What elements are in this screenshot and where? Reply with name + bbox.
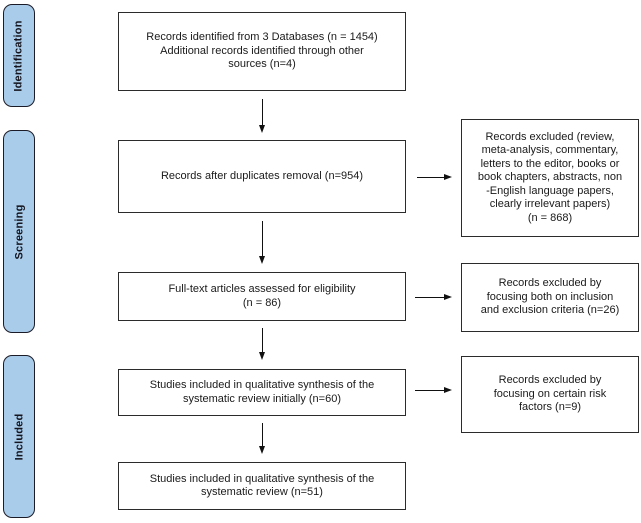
stage-screening: Screening xyxy=(3,130,35,333)
stage-identification-label: Identification xyxy=(13,19,25,92)
stage-identification: Identification xyxy=(3,4,35,107)
exclusion-box-risk-factors-text: Records excluded by focusing on certain … xyxy=(493,374,607,414)
exclusion-box-eligibility-text: Records excluded by focusing both on inc… xyxy=(480,277,620,317)
exclusion-box-screening-text: Records excluded (review, meta-analysis,… xyxy=(477,130,623,224)
arrow-down-icon xyxy=(258,328,265,360)
stage-included: Included xyxy=(3,355,35,518)
exclusion-box-risk-factors: Records excluded by focusing on certain … xyxy=(461,356,639,433)
arrow-down-icon xyxy=(258,423,265,454)
arrow-right-icon xyxy=(415,386,452,393)
flow-box-qualitative-initial-text: Studies included in qualitative synthesi… xyxy=(149,379,375,405)
flow-box-qualitative-final-text: Studies included in qualitative synthesi… xyxy=(149,472,375,499)
flow-box-fulltext-assessed: Full-text articles assessed for eligibil… xyxy=(118,272,406,321)
exclusion-box-eligibility: Records excluded by focusing both on inc… xyxy=(461,263,639,332)
arrow-right-icon xyxy=(415,293,452,300)
flow-box-records-identified: Records identified from 3 Databases (n =… xyxy=(118,12,406,91)
flow-box-qualitative-initial: Studies included in qualitative synthesi… xyxy=(118,369,406,416)
exclusion-box-screening: Records excluded (review, meta-analysis,… xyxy=(461,119,639,237)
flow-box-records-identified-text: Records identified from 3 Databases (n =… xyxy=(146,31,378,71)
arrow-down-icon xyxy=(258,221,265,264)
arrow-down-icon xyxy=(258,99,265,133)
flow-box-duplicates-removed: Records after duplicates removal (n=954) xyxy=(118,140,406,213)
stage-included-label: Included xyxy=(13,413,26,460)
flow-box-fulltext-assessed-text: Full-text articles assessed for eligibil… xyxy=(168,283,356,309)
stage-screening-label: Screening xyxy=(13,204,25,259)
flow-box-duplicates-removed-text: Records after duplicates removal (n=954) xyxy=(160,169,364,182)
flow-box-qualitative-final: Studies included in qualitative synthesi… xyxy=(118,462,406,510)
arrow-right-icon xyxy=(417,173,452,180)
